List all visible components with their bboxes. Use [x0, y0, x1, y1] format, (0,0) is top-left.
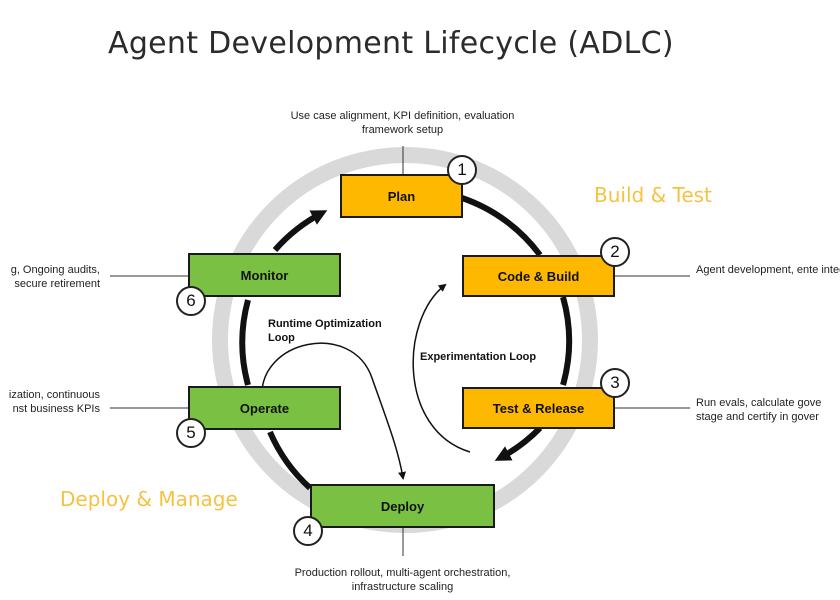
- phase-build-test: Build & Test: [594, 183, 712, 207]
- test-release-step-number: 3: [600, 368, 630, 398]
- cycle-arc-test-to-deploy: [494, 425, 543, 461]
- code-build-step-number: 2: [600, 237, 630, 267]
- code-build-description: Agent development, ente integration thro…: [696, 263, 840, 277]
- test-release-description: Run evals, calculate gove stage and cert…: [696, 397, 822, 423]
- phase-deploy-manage: Deploy & Manage: [60, 487, 238, 511]
- code-build-box[interactable]: Code & Build: [462, 255, 615, 297]
- deploy-box[interactable]: Deploy: [310, 484, 495, 528]
- monitor-description: g, Ongoing audits, secure retirement: [10, 264, 100, 290]
- code-build-description-text: Agent development, ente integration thro…: [696, 264, 840, 276]
- test-release-label: Test & Release: [492, 400, 585, 416]
- runtime-loop-arrow: [261, 342, 406, 480]
- cycle-arc-plan-to-code: [461, 195, 543, 257]
- experimentation-loop-label: Experimentation Loop: [420, 351, 537, 363]
- cycle-arc-deploy-to-operate: [267, 430, 313, 491]
- plan-step-number: 1: [447, 155, 477, 185]
- operate-box[interactable]: Operate: [188, 386, 341, 430]
- operate-step-number: 5: [176, 418, 206, 448]
- monitor-box[interactable]: Monitor: [188, 253, 341, 297]
- plan-box[interactable]: Plan: [340, 174, 463, 218]
- runtime-optimization-loop-label: Runtime Optimization Loop: [268, 318, 382, 344]
- page-title: Agent Development Lifecycle (ADLC): [108, 26, 674, 61]
- cycle-arc-monitor-to-plan: [272, 210, 328, 252]
- plan-description: Use case alignment, KPI definition, eval…: [290, 110, 515, 136]
- experimentation-loop-arrow: [412, 283, 471, 453]
- monitor-label: Monitor: [240, 267, 289, 283]
- operate-label: Operate: [239, 400, 290, 416]
- cycle-arc-code-to-test: [560, 296, 573, 386]
- code-build-label: Code & Build: [497, 268, 580, 284]
- monitor-step-number: 6: [176, 286, 206, 316]
- test-release-box[interactable]: Test & Release: [462, 387, 615, 429]
- deploy-label: Deploy: [380, 498, 425, 514]
- operate-description: ization, continuous nst business KPIs: [8, 389, 100, 415]
- cycle-arc-operate-to-monitor: [239, 299, 251, 386]
- deploy-description: Production rollout, multi-agent orchestr…: [294, 567, 511, 593]
- deploy-step-number: 4: [293, 516, 323, 546]
- plan-label: Plan: [387, 188, 416, 204]
